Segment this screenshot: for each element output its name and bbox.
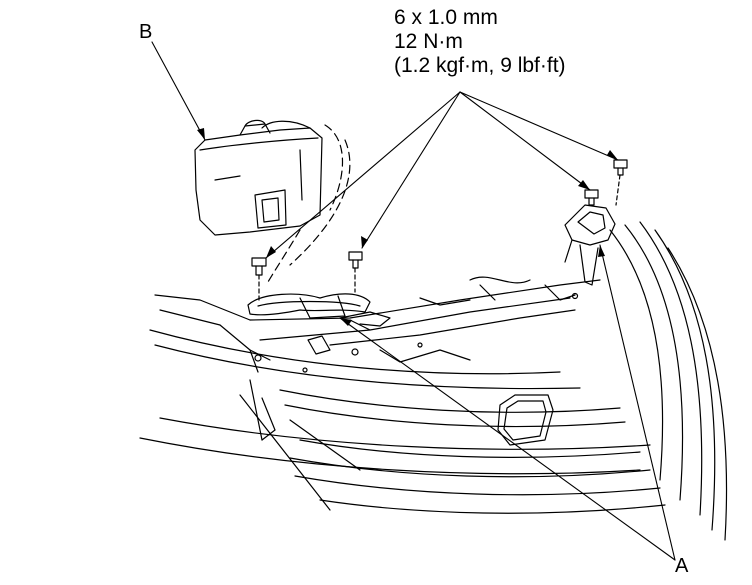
right-bracket — [564, 204, 616, 286]
bolt-center — [348, 251, 363, 293]
radiator-support-frame — [154, 276, 601, 373]
leader-lines — [151, 41, 676, 561]
callout-a-label: A — [675, 555, 689, 577]
bolt-left — [251, 257, 267, 301]
bolts — [251, 159, 628, 301]
arrowheads — [197, 128, 618, 326]
front-bumper-grille — [139, 221, 728, 541]
coolant-reservoir — [194, 119, 351, 283]
torque-alt-text: (1.2 kgf·m, 9 lbf·ft) — [394, 54, 566, 77]
bolt-right-outer — [613, 159, 628, 206]
left-bracket — [247, 293, 391, 355]
bolt-size-text: 6 x 1.0 mm — [394, 6, 498, 29]
torque-specification: 6 x 1.0 mm 12 N·m (1.2 kgf·m, 9 lbf·ft) — [394, 6, 566, 78]
torque-nm-text: 12 N·m — [394, 30, 463, 53]
callout-b-label: B — [139, 21, 153, 43]
bolt-right-inner — [584, 189, 599, 206]
